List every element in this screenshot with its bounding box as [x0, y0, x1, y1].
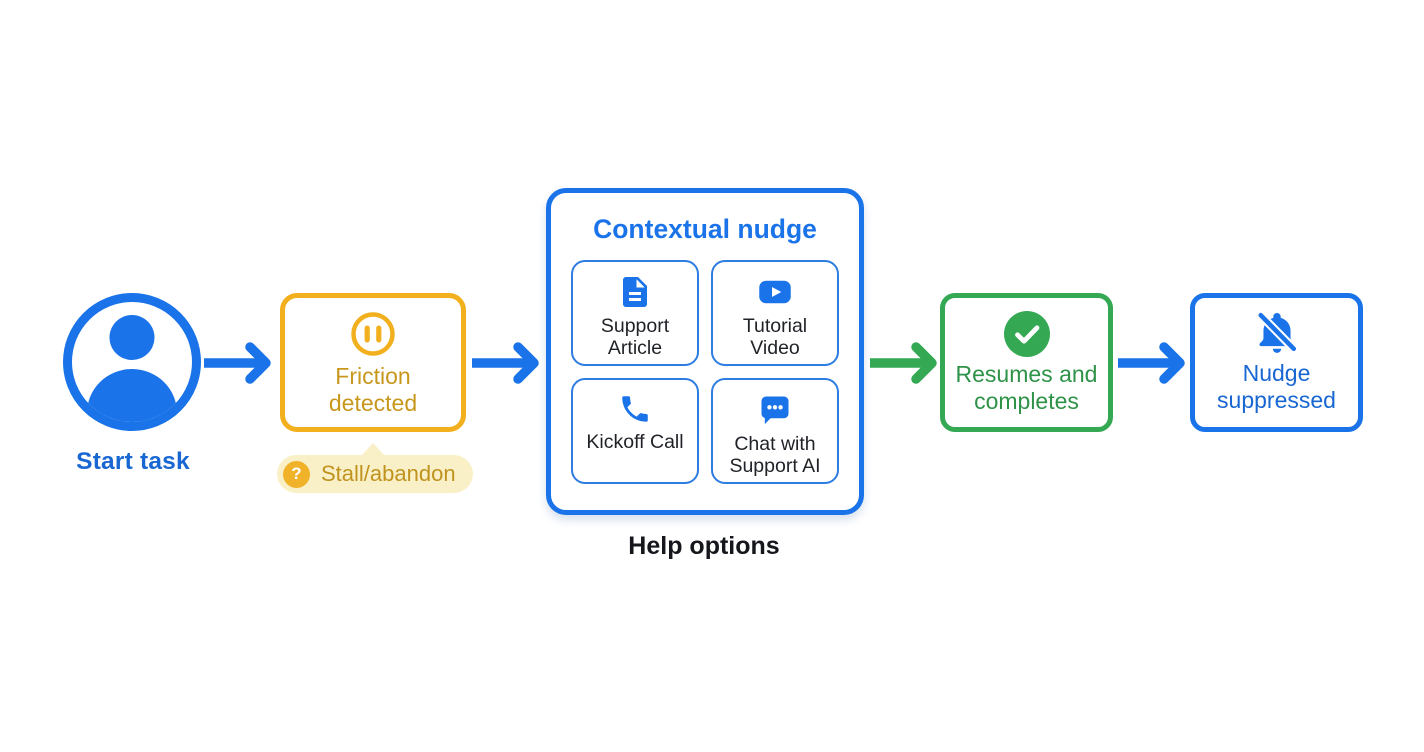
option-card-kickoff-call: Kickoff Call	[571, 378, 699, 484]
option-card-chat-support-ai: Chat with Support AI	[711, 378, 839, 484]
arrow-right-icon	[870, 342, 937, 384]
option-label: Chat with Support AI	[729, 433, 821, 478]
arrow-right-icon	[204, 342, 271, 384]
stall-abandon-badge: ? Stall/abandon	[277, 455, 473, 493]
video-play-icon	[759, 280, 791, 304]
document-icon	[623, 277, 647, 307]
option-card-support-article: Support Article	[571, 260, 699, 366]
friction-detected-label: Friction detected	[328, 363, 418, 416]
option-label: Tutorial Video	[742, 315, 808, 360]
help-options-grid: Support Article Tutorial Video Kickoff C…	[571, 260, 839, 484]
resumes-completes-node: Resumes and completes	[940, 293, 1113, 432]
nudge-suppressed-label: Nudge suppressed	[1217, 360, 1336, 413]
contextual-nudge-panel: Contextual nudge Support Article Tutoria…	[546, 188, 864, 515]
friction-detected-node: Friction detected	[280, 293, 466, 432]
nudge-suppressed-node: Nudge suppressed	[1190, 293, 1363, 432]
arrow-right-icon	[472, 342, 539, 384]
badge-pointer	[360, 443, 386, 457]
person-icon	[63, 293, 201, 431]
resumes-completes-label: Resumes and completes	[955, 361, 1098, 414]
start-task-label: Start task	[76, 448, 190, 475]
option-card-tutorial-video: Tutorial Video	[711, 260, 839, 366]
option-label: Support Article	[600, 315, 670, 360]
contextual-nudge-title: Contextual nudge	[593, 214, 817, 244]
option-label: Kickoff Call	[586, 431, 684, 453]
phone-icon	[622, 396, 648, 422]
chat-icon	[761, 396, 789, 425]
bell-off-icon	[1255, 310, 1298, 354]
help-options-caption: Help options	[628, 532, 780, 560]
arrow-right-icon	[1118, 342, 1185, 384]
question-icon: ?	[283, 460, 310, 488]
check-circle-icon	[1003, 311, 1050, 357]
pause-icon	[351, 312, 395, 356]
stall-abandon-label: Stall/abandon	[321, 461, 456, 486]
